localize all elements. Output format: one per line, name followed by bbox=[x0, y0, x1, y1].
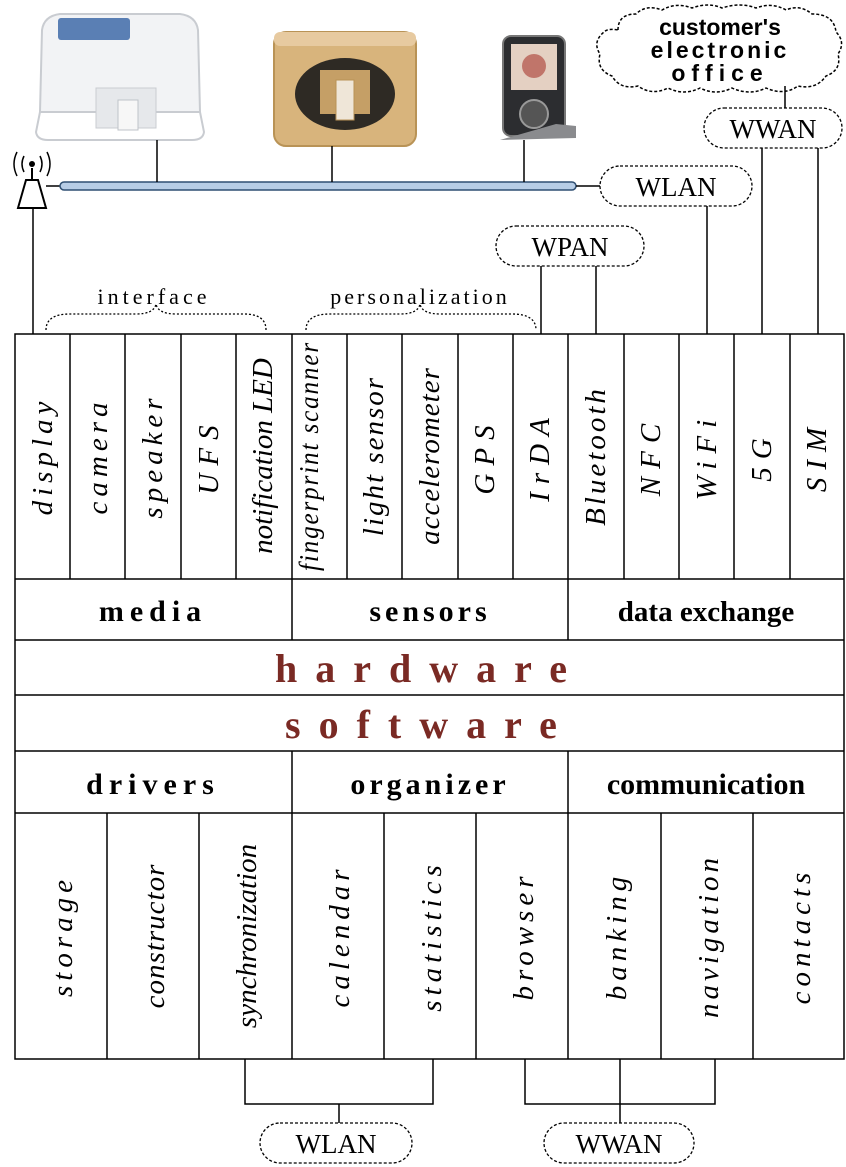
group-sensors: sensors bbox=[369, 595, 490, 628]
cloud-wwan-top: WWAN bbox=[703, 107, 843, 149]
sw-item-contacts: contacts bbox=[785, 868, 817, 1005]
hw-item-notification-led: notification LED bbox=[247, 358, 279, 554]
group-media: media bbox=[99, 595, 207, 628]
sw-item-navigation: navigation bbox=[693, 854, 725, 1018]
antenna-icon bbox=[13, 151, 51, 209]
label-interface: interface bbox=[98, 284, 211, 309]
interface-bracket: interface bbox=[45, 284, 267, 331]
software-groups: drivers organizer communication bbox=[86, 768, 805, 801]
hw-item-gps: GPS bbox=[469, 417, 501, 494]
phone-device-icon bbox=[500, 35, 576, 140]
sw-item-statistics: statistics bbox=[416, 860, 448, 1012]
hw-item-5g: 5G bbox=[746, 430, 778, 481]
group-drivers: drivers bbox=[86, 768, 220, 801]
sw-item-synchronization: synchronization bbox=[231, 844, 263, 1028]
network-connectors-bottom bbox=[244, 1059, 716, 1123]
label-wwan-top: WWAN bbox=[730, 114, 817, 144]
cloud-wlan-top: WLAN bbox=[599, 165, 753, 207]
hardware-items: display camera speaker UFS notification … bbox=[27, 341, 833, 571]
hw-item-ufs: UFS bbox=[193, 417, 225, 494]
sw-item-banking: banking bbox=[601, 872, 633, 1000]
label-wlan-top: WLAN bbox=[636, 172, 717, 202]
cloud-wlan-bottom: WLAN bbox=[259, 1122, 413, 1164]
hw-item-sim: SIM bbox=[801, 420, 833, 492]
hw-item-bluetooth: Bluetooth bbox=[580, 386, 612, 526]
sw-item-browser: browser bbox=[508, 872, 540, 1001]
cloud-line-1: customer's bbox=[659, 14, 781, 40]
hw-item-fingerprint-scanner: fingerprint scanner bbox=[294, 341, 324, 571]
label-personalization: personalization bbox=[330, 284, 509, 309]
hardware-groups: media sensors data exchange bbox=[99, 595, 794, 628]
sw-item-storage: storage bbox=[47, 875, 79, 997]
cloud-line-2: electronic bbox=[651, 37, 790, 63]
sw-item-constructor: constructor bbox=[139, 864, 171, 1009]
label-wlan-bottom: WLAN bbox=[296, 1129, 377, 1159]
personalization-bracket: personalization bbox=[305, 284, 537, 331]
label-wpan: WPAN bbox=[531, 232, 608, 262]
cloud-line-3: office bbox=[671, 60, 768, 86]
hw-item-camera: camera bbox=[82, 398, 114, 515]
cloud-wwan-bottom: WWAN bbox=[543, 1122, 695, 1164]
group-data-exchange: data exchange bbox=[618, 596, 795, 628]
hw-item-nfc: NFC bbox=[635, 416, 667, 497]
cloud-wpan: WPAN bbox=[495, 225, 645, 267]
printer-device-gold-icon bbox=[273, 31, 417, 147]
layer-software: software bbox=[285, 702, 575, 747]
hw-item-accelerometer: accelerometer bbox=[414, 367, 446, 545]
hw-item-wifi: WiFi bbox=[691, 412, 723, 500]
label-wwan-bottom: WWAN bbox=[576, 1129, 663, 1159]
layer-hardware: hardware bbox=[275, 646, 585, 691]
sw-item-calendar: calendar bbox=[324, 864, 356, 1007]
hw-item-irda: IrDA bbox=[524, 410, 556, 503]
hw-item-speaker: speaker bbox=[137, 393, 169, 518]
group-communication: communication bbox=[607, 768, 806, 801]
printer-device-white-icon bbox=[34, 13, 206, 141]
wireless-bus bbox=[46, 140, 600, 191]
group-organizer: organizer bbox=[350, 768, 509, 801]
network-connectors-top bbox=[32, 86, 819, 334]
architecture-table bbox=[14, 333, 845, 1060]
hw-item-display: display bbox=[27, 397, 59, 516]
software-items: storage constructor synchronization cale… bbox=[47, 844, 817, 1028]
customer-office-cloud: customer's electronic office bbox=[596, 4, 843, 93]
hw-item-light-sensor: light sensor bbox=[358, 376, 390, 536]
